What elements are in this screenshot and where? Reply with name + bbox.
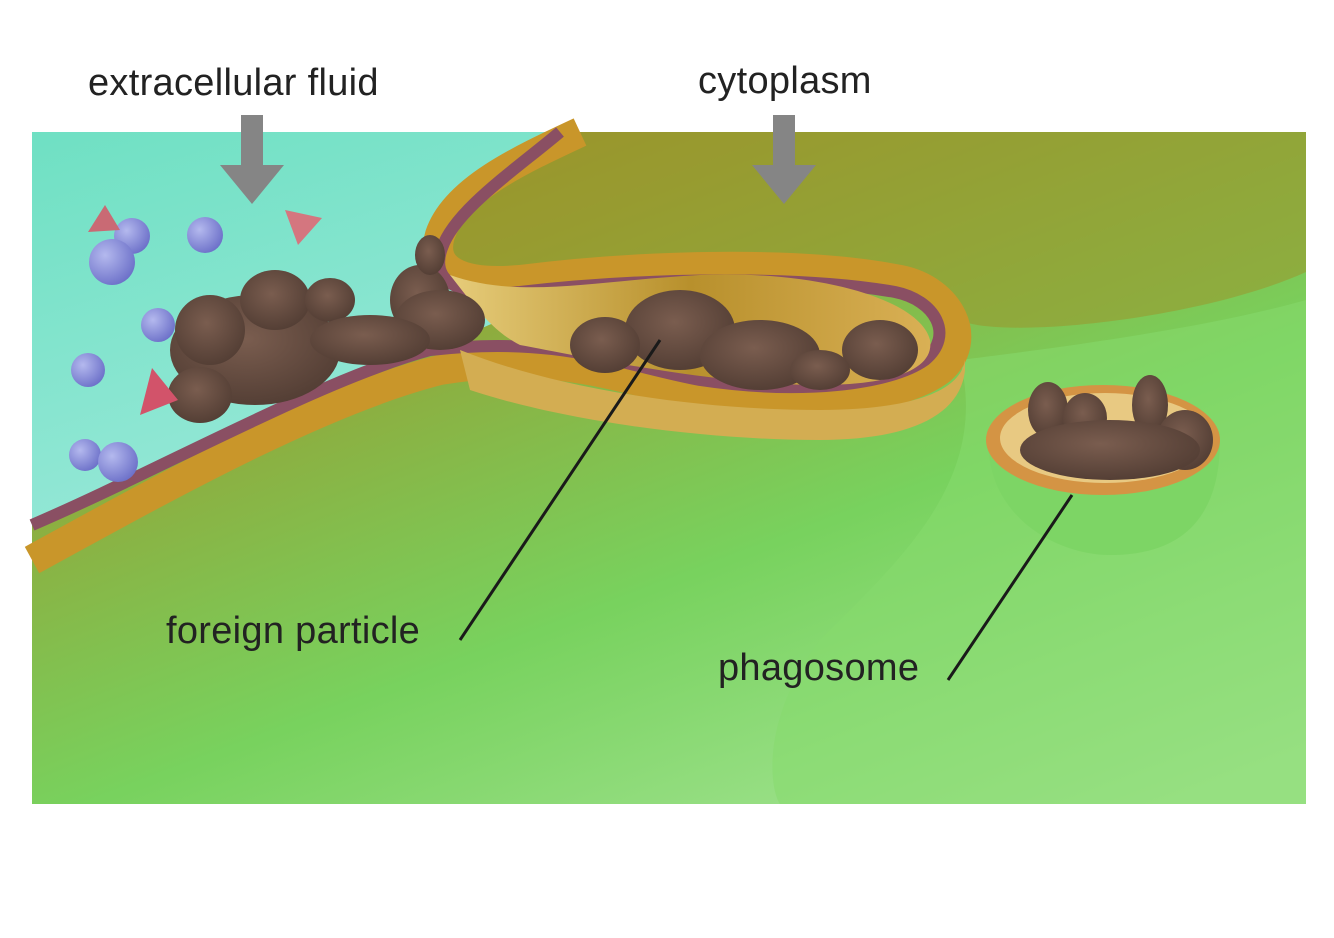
cytoplasm-upper-shade: [449, 132, 1306, 328]
pocket-wall: [460, 350, 965, 440]
label-foreign-particle: foreign particle: [166, 610, 421, 652]
leader-line-phagosome: [946, 494, 1074, 681]
label-cytoplasm: cytoplasm: [698, 60, 872, 102]
leader-line-foreign-particle: [458, 339, 662, 641]
phagosome-vesicle: [986, 375, 1220, 555]
arrow-down-icon: [752, 115, 816, 204]
arrow-down-icon: [220, 115, 284, 204]
molecules: [69, 205, 322, 482]
label-phagosome: phagosome: [718, 647, 920, 689]
label-extracellular-fluid: extracellular fluid: [88, 62, 379, 104]
foreign-particle: [168, 235, 918, 423]
